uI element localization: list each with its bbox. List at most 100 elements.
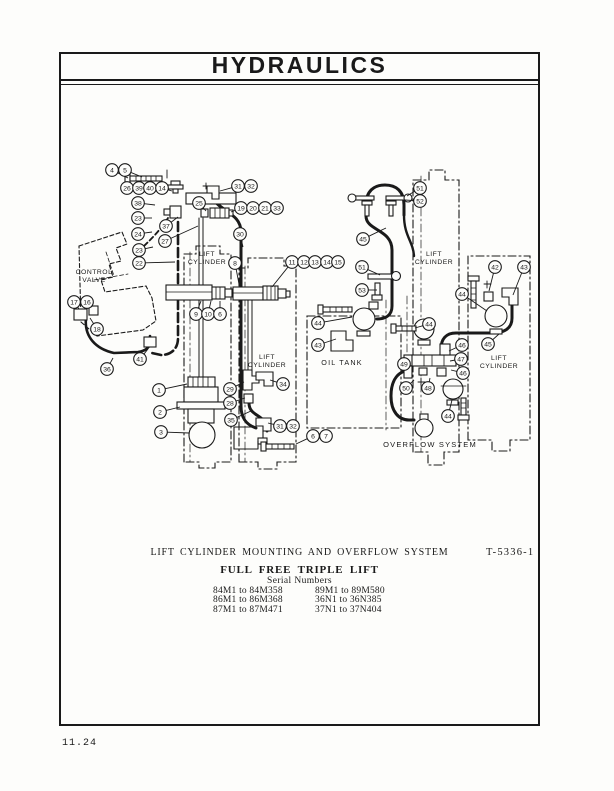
svg-text:14: 14 xyxy=(323,260,331,267)
hose-clamp-middle xyxy=(367,270,402,301)
svg-text:1: 1 xyxy=(157,388,161,395)
svg-text:23: 23 xyxy=(134,216,142,223)
pump-fitting-assembly xyxy=(124,169,237,219)
diagram-label: OVERFLOW SYSTEM xyxy=(383,440,476,449)
hose-clamps-top xyxy=(347,193,413,217)
svg-text:50: 50 xyxy=(402,386,410,393)
svg-text:7: 7 xyxy=(324,434,328,441)
svg-text:22: 22 xyxy=(135,261,143,268)
callout-44: 44 xyxy=(455,287,488,312)
svg-text:29: 29 xyxy=(226,387,234,394)
page-frame xyxy=(59,52,540,726)
callout-32: 32 xyxy=(286,419,300,433)
svg-text:37: 37 xyxy=(162,224,170,231)
page-number: 11.24 xyxy=(62,738,98,749)
svg-text:43: 43 xyxy=(520,265,528,272)
title-box: HYDRAULICS xyxy=(59,52,540,81)
svg-text:18: 18 xyxy=(93,327,101,334)
svg-text:45: 45 xyxy=(484,342,492,349)
right-cylinder-fittings xyxy=(467,275,519,335)
callout-47: 47 xyxy=(449,352,468,366)
svg-text:8: 8 xyxy=(233,261,237,268)
svg-text:15: 15 xyxy=(334,260,342,267)
svg-text:31: 31 xyxy=(234,184,242,191)
svg-text:38: 38 xyxy=(134,201,142,208)
callout-49: 49 xyxy=(397,357,413,371)
callout-8: 8 xyxy=(228,256,242,285)
page-title: HYDRAULICS xyxy=(211,52,388,78)
svg-text:48: 48 xyxy=(424,386,432,393)
svg-text:40: 40 xyxy=(146,186,154,193)
callout-46: 46 xyxy=(450,366,470,380)
oil-tank-fittings xyxy=(317,301,379,352)
svg-text:OIL TANK: OIL TANK xyxy=(321,358,362,367)
svg-text:12: 12 xyxy=(300,260,308,267)
svg-text:LIFT: LIFT xyxy=(491,355,507,362)
callout-51: 51 xyxy=(406,181,427,197)
callout-31: 31 xyxy=(219,179,245,193)
lift-cylinder-1-outline xyxy=(183,245,232,469)
svg-text:CONTROL: CONTROL xyxy=(76,269,113,276)
svg-text:21: 21 xyxy=(261,206,269,213)
callout-45: 45 xyxy=(481,333,500,351)
callout-38: 38 xyxy=(131,196,156,210)
svg-text:4: 4 xyxy=(110,168,114,175)
svg-text:10: 10 xyxy=(204,312,212,319)
svg-text:CYLINDER: CYLINDER xyxy=(188,259,226,266)
callout-44: 44 xyxy=(414,317,436,331)
figure-subtitle: FULL FREE TRIPLE LIFT xyxy=(220,564,379,576)
callout-1: 1 xyxy=(152,383,188,397)
svg-text:51: 51 xyxy=(358,265,366,272)
svg-text:30: 30 xyxy=(236,232,244,239)
svg-text:24: 24 xyxy=(134,232,142,239)
oil-tank-outline xyxy=(306,315,402,429)
svg-text:14: 14 xyxy=(158,186,166,193)
callout-30: 30 xyxy=(233,227,247,248)
svg-text:32: 32 xyxy=(247,184,255,191)
callout-48: 48 xyxy=(421,377,435,395)
svg-text:49: 49 xyxy=(400,362,408,369)
callout-13: 13 xyxy=(308,255,322,269)
callout-23: 23 xyxy=(132,243,154,257)
svg-text:46: 46 xyxy=(458,343,466,350)
callout-44: 44 xyxy=(311,316,353,330)
serial-range-right: 36N1 to 36N385 xyxy=(315,595,382,606)
svg-text:27: 27 xyxy=(161,239,169,246)
svg-text:32: 32 xyxy=(289,424,297,431)
callout-2: 2 xyxy=(153,405,181,419)
callout-51: 51 xyxy=(355,260,381,276)
serial-range-left: 87M1 to 87M471 xyxy=(213,604,283,615)
title-underline xyxy=(59,84,540,85)
callout-39: 39 xyxy=(132,181,146,195)
flow-control-assembly xyxy=(176,376,226,449)
svg-text:LIFT: LIFT xyxy=(426,251,442,258)
serial-range-right: 89M1 to 89M580 xyxy=(315,586,385,596)
svg-text:VALVE: VALVE xyxy=(82,277,105,284)
callout-27: 27 xyxy=(158,225,199,248)
callout-9: 9 xyxy=(189,300,203,321)
callout-6: 6 xyxy=(295,429,320,445)
callout-29: 29 xyxy=(223,381,245,396)
svg-text:52: 52 xyxy=(416,199,424,206)
svg-text:26: 26 xyxy=(123,186,131,193)
callout-43: 43 xyxy=(311,338,337,352)
svg-text:2: 2 xyxy=(158,410,162,417)
callout-53: 53 xyxy=(355,283,377,297)
svg-text:6: 6 xyxy=(218,312,222,319)
svg-text:53: 53 xyxy=(358,288,366,295)
svg-text:16: 16 xyxy=(83,300,91,307)
svg-text:44: 44 xyxy=(458,292,466,299)
svg-text:LIFT: LIFT xyxy=(259,354,275,361)
callout-37: 37 xyxy=(159,216,179,233)
serial-numbers-heading: Serial Numbers xyxy=(267,576,332,586)
svg-text:41: 41 xyxy=(136,357,144,364)
callout-25: 25 xyxy=(192,196,207,212)
callout-34: 34 xyxy=(269,377,290,391)
svg-text:13: 13 xyxy=(311,260,319,267)
callout-35: 35 xyxy=(224,410,252,427)
